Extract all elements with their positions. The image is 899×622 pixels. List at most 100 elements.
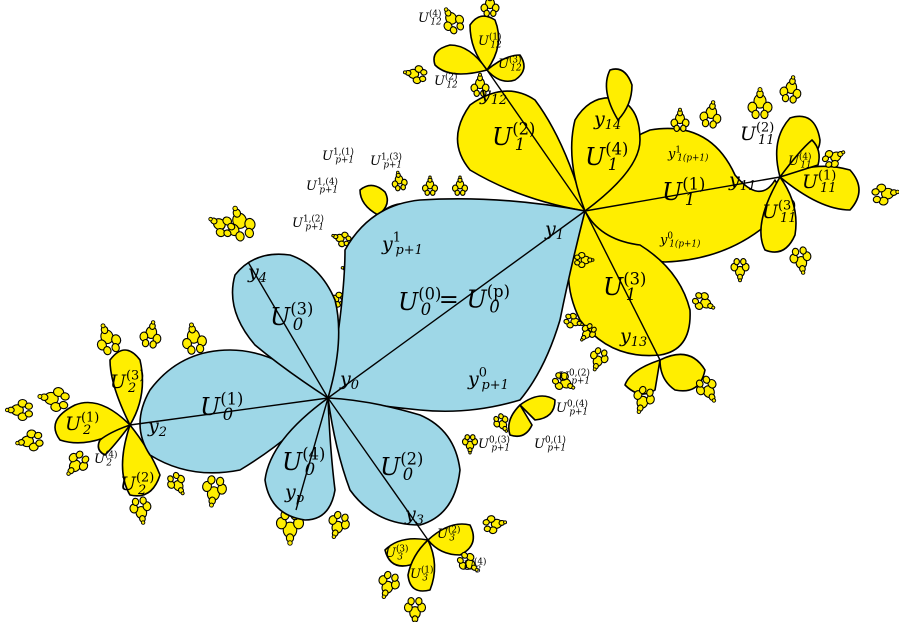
label-U1-2: U(2)1​ <box>492 119 535 154</box>
label-U12-1: U(1)12​ <box>478 31 502 50</box>
label-Up1-1-2: U1,(2)p+1​ <box>292 213 324 232</box>
fractal-bud <box>470 72 490 97</box>
label-U11-4: U(4)11​ <box>788 151 812 170</box>
label-y4: y4​ <box>247 261 267 286</box>
basin-U12-2 <box>433 44 488 75</box>
fractal-bud <box>66 450 90 476</box>
basin-U12-3 <box>486 54 525 83</box>
fractal-bud <box>482 515 508 535</box>
basin-U2-3 <box>109 349 144 426</box>
label-U3-1: U(1)3​ <box>410 564 433 583</box>
boundary-line <box>584 176 781 212</box>
label-U0-1: U(1)0​ <box>200 389 243 424</box>
label-U1-1: U(1)1​ <box>662 174 705 209</box>
label-U3-4: U(4)3​ <box>463 556 486 575</box>
fractal-bud <box>167 471 185 496</box>
fractal-bud <box>378 570 400 599</box>
label-y2: y2​ <box>147 415 167 440</box>
label-U2-1: U(1)2​ <box>65 411 99 438</box>
label-Up1-0-1: U0,(1)p+1​ <box>534 434 566 453</box>
fractal-bud <box>451 175 469 196</box>
basin-U13-1 <box>659 353 706 392</box>
label-U11-3: U(3)11​ <box>762 199 796 226</box>
label-U0-3: U(3)0​ <box>270 299 313 334</box>
label-Up1-0-2: U0,(2)p+1​ <box>558 367 590 386</box>
fractal-bud <box>779 75 802 104</box>
label-Up1-1-1: U1,(1)p+1​ <box>322 146 354 165</box>
fractal-bud <box>129 496 152 525</box>
basin-U2-4 <box>97 424 131 456</box>
basin-labels: U(0)0​ = U(p)0​U(1)0​U(2)0​U(3)0​U(4)0​U… <box>65 8 836 583</box>
basin-Up1-0-a <box>519 395 556 421</box>
fractal-bud <box>421 175 439 196</box>
label-y1: y1​ <box>544 218 564 243</box>
label-U0-2: U(2)0​ <box>380 449 423 484</box>
boundary-line <box>247 261 329 399</box>
basin-U0-4 <box>264 397 336 521</box>
label-U1-3: U(3)1​ <box>603 269 646 304</box>
boundary-line <box>486 69 586 212</box>
label-U11-1: U(1)11​ <box>802 169 836 196</box>
fractal-bud <box>480 0 500 17</box>
label-y3: y3​ <box>404 503 424 528</box>
basin-Up1-1-a <box>359 184 389 216</box>
fractal-bud <box>4 398 34 422</box>
fractal-bud <box>208 216 236 238</box>
label-y13: y13​ <box>619 325 647 350</box>
boundary-line <box>327 397 429 541</box>
fractal-bud <box>789 246 812 275</box>
fractal-bud <box>730 258 750 283</box>
label-y12: y12​ <box>479 83 507 108</box>
fractal-bud <box>331 231 352 248</box>
fractal-bud <box>871 183 899 206</box>
outer-basins <box>4 0 899 622</box>
label-y-1p1-1: y11(p+1)​ <box>667 145 709 163</box>
fractal-bud <box>202 475 227 508</box>
basin-U0-2 <box>327 397 461 526</box>
basin-Up1-0-b <box>507 404 533 438</box>
fractal-bud <box>443 7 465 35</box>
fractal-bud <box>456 551 479 572</box>
boundary-line <box>584 210 661 361</box>
label-U12-3: U(3)12​ <box>498 54 522 73</box>
fractal-bud <box>574 251 595 269</box>
fractal-bud <box>182 322 207 355</box>
label-U12-2: U(2)12​ <box>434 71 458 90</box>
fractal-bud <box>402 65 428 85</box>
basin-U3-1 <box>407 539 436 592</box>
fractal-bud <box>461 434 479 455</box>
label-y-1p1-0: y01(p+1)​ <box>659 231 701 249</box>
label-U3-3: U(3)3​ <box>385 543 408 562</box>
fractal-bud <box>15 429 44 452</box>
fractal-bud <box>580 323 597 342</box>
central-basins <box>139 198 586 526</box>
fractal-bud <box>821 150 846 168</box>
label-U2-2: U(2)2​ <box>120 471 154 498</box>
fractal-bud <box>139 320 162 349</box>
fractal-bud <box>228 205 256 242</box>
label-U12-4: U(4)12​ <box>418 8 442 27</box>
label-Up1-0-3: U0,(3)p+1​ <box>478 434 510 453</box>
label-U2-4: U(4)2​ <box>94 449 117 468</box>
basin-U1-3 <box>567 210 691 357</box>
basin-U14-extra <box>605 68 633 121</box>
basin-U1-2 <box>456 90 586 212</box>
fractal-bud <box>699 100 722 129</box>
fractal-bud <box>695 375 717 403</box>
label-U11-2: U(2)11​ <box>740 121 774 148</box>
label-U0-4: U(4)0​ <box>282 444 325 479</box>
label-Up1-1-3: U1,(3)p+1​ <box>370 151 402 170</box>
label-U3-2: U(2)3​ <box>437 524 460 543</box>
fractal-bud <box>691 292 716 310</box>
basin-U3-2 <box>427 523 475 556</box>
basin-U12-1 <box>469 15 500 71</box>
boundary-line <box>129 397 329 426</box>
fractal-bud <box>37 387 70 412</box>
label-y0: y0​ <box>339 368 359 393</box>
fractal-bud <box>391 170 408 192</box>
label-Up1-0-4: U0,(4)p+1​ <box>556 398 588 417</box>
label-U1-4: U(4)1​ <box>585 139 628 174</box>
fractal-bud <box>747 87 773 120</box>
